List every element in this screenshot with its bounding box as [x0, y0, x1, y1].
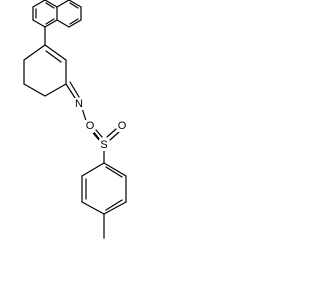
atom-sulfonyl-oxygen-left: O: [85, 120, 95, 132]
structure-diagram: N O S O O: [23, 0, 127, 239]
nitrogen-label: N: [75, 98, 83, 110]
atom-nitrogen: N: [74, 98, 84, 110]
tolyl-ring: [81, 162, 127, 239]
atom-sulfonyl-oxygen-right: O: [117, 120, 127, 132]
sulfonyl-group: [92, 128, 120, 164]
sulfonyl-oxygen-left-label: O: [86, 120, 95, 132]
cyclohexenone-oxime-ring: [23, 26, 67, 97]
sulfur-label: S: [100, 139, 107, 151]
naphthalene-ring-system: [32, 0, 82, 28]
sulfonyl-oxygen-right-label: O: [118, 120, 127, 132]
atom-sulfur: S: [99, 139, 109, 151]
